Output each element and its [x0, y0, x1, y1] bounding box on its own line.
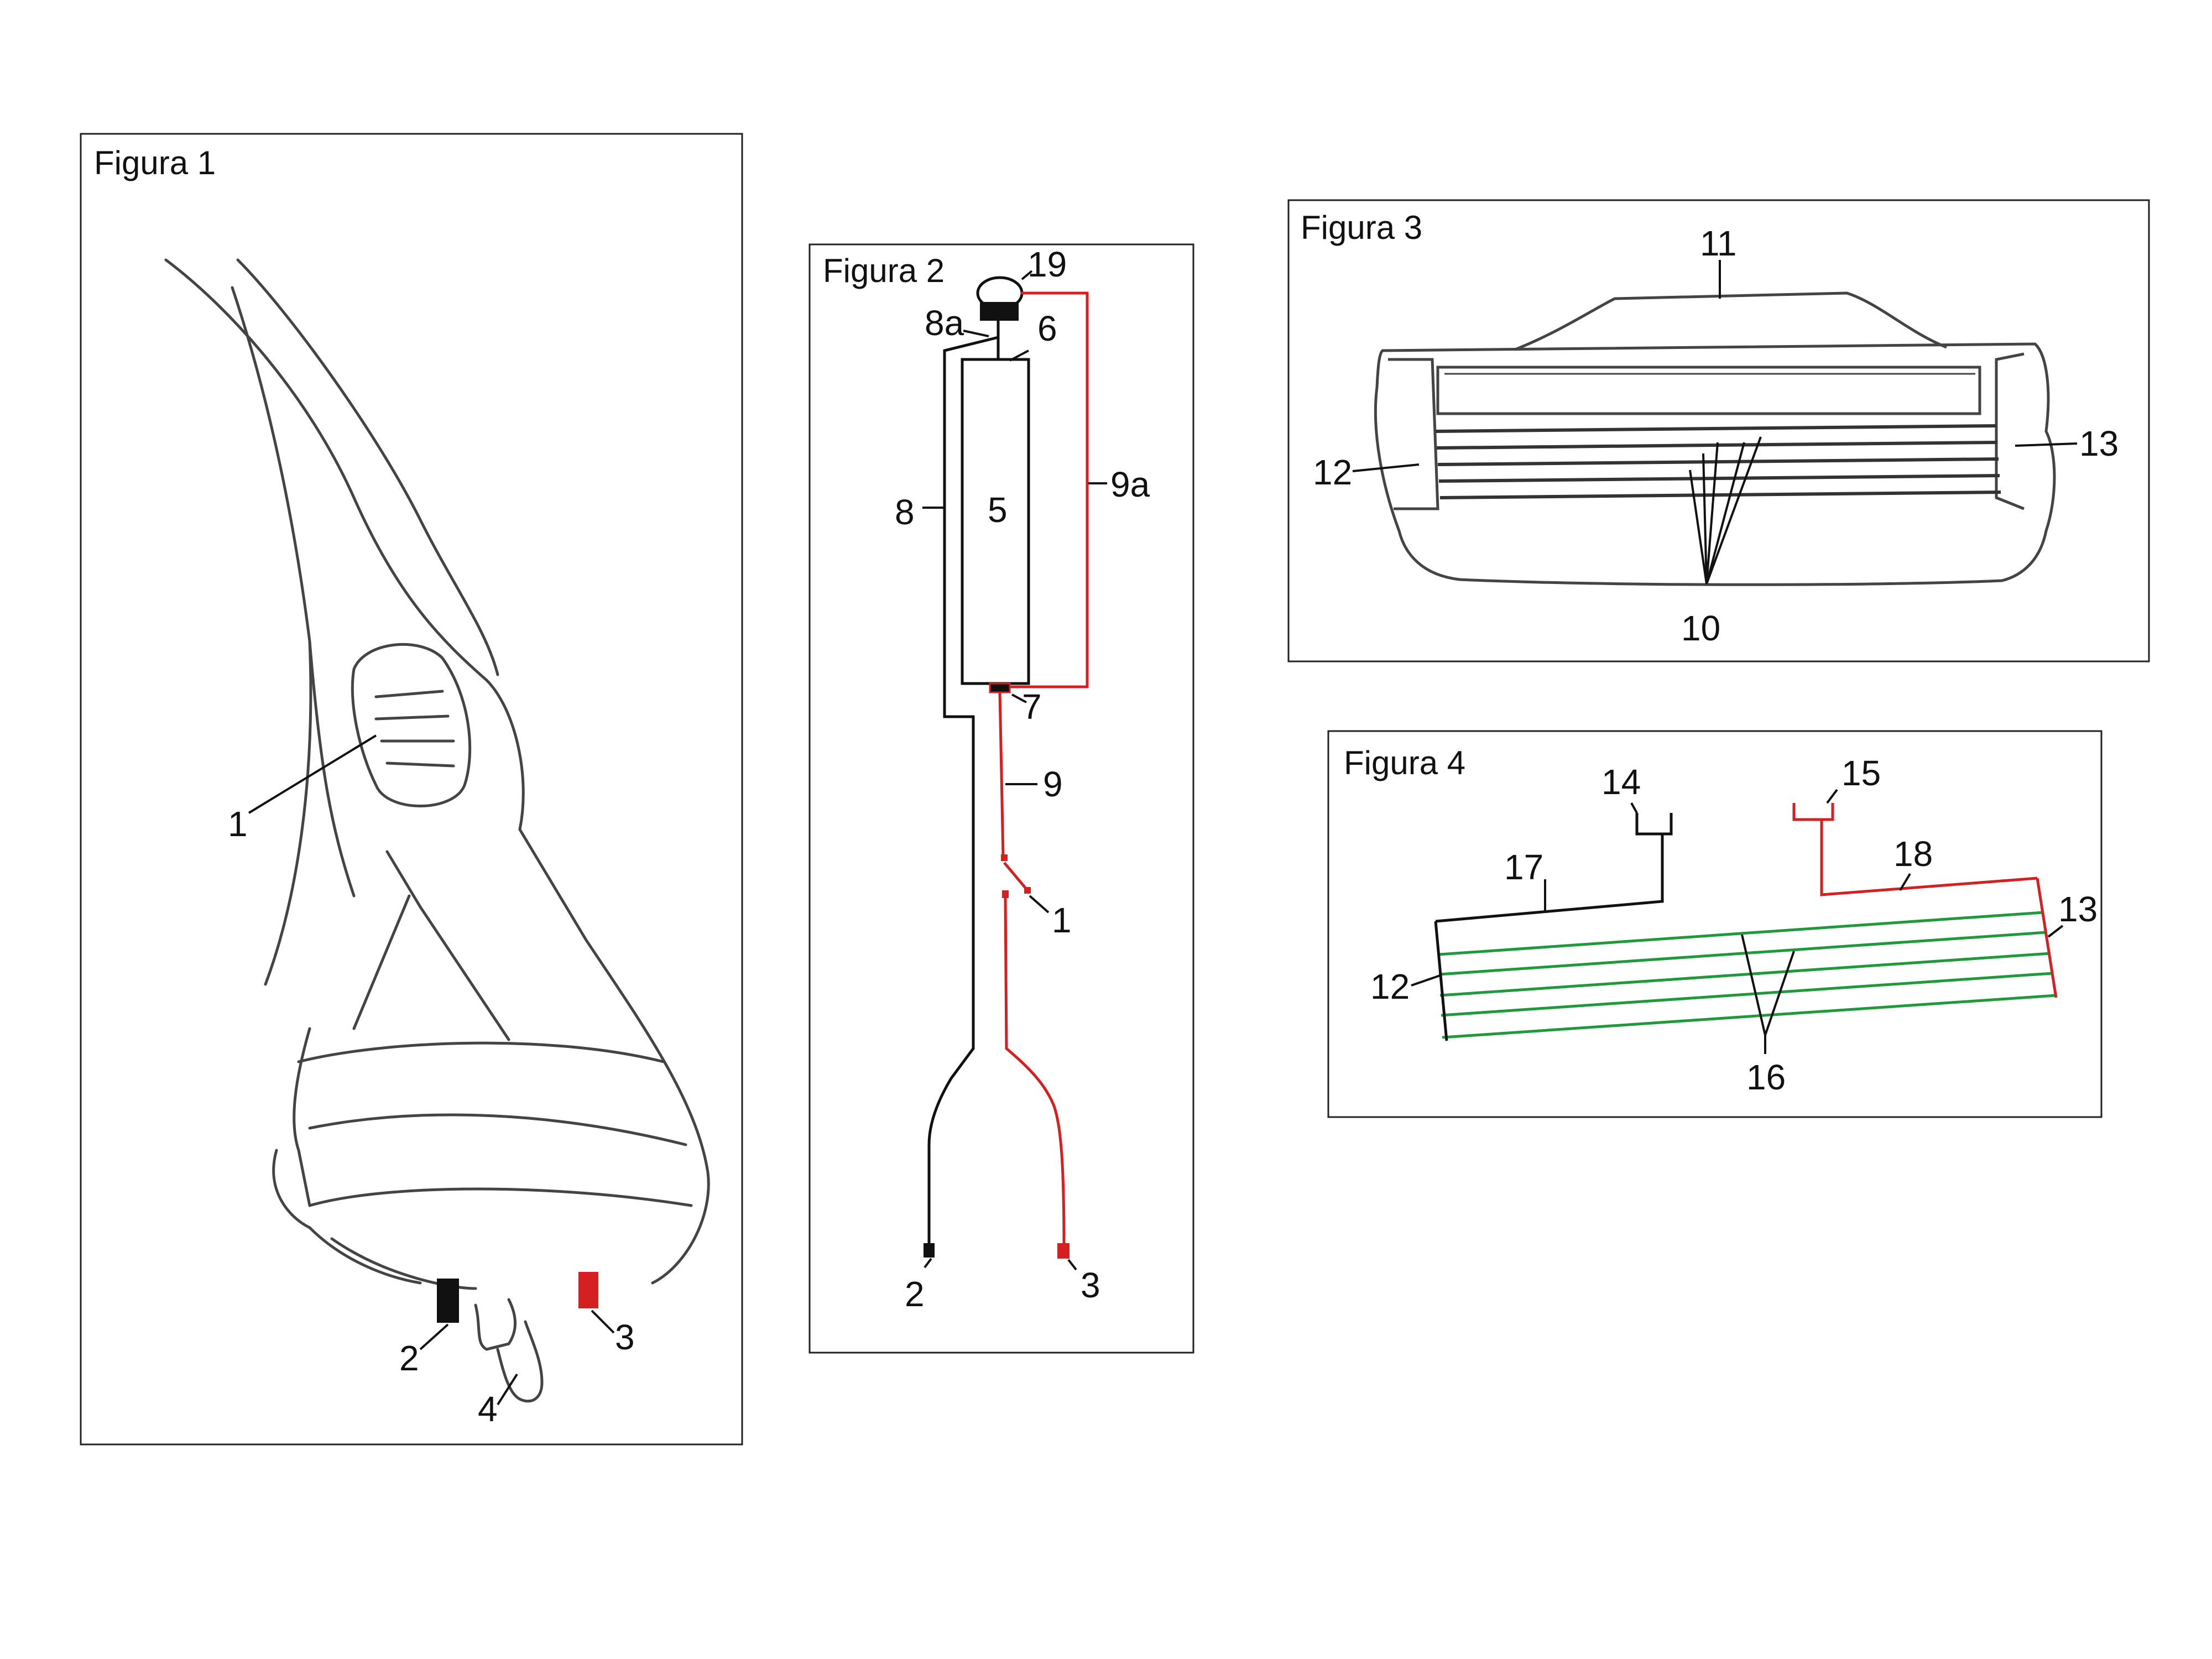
fig2-label-9a: 9a: [1110, 465, 1150, 504]
fig2-label-7: 7: [1022, 687, 1042, 727]
side-contact-12: [1434, 921, 1448, 1041]
figure-1-panel: Figura 1: [80, 133, 743, 1446]
led-base: [980, 302, 1019, 321]
fig3-label-11: 11: [1700, 223, 1736, 263]
positive-wire-9a: [1000, 291, 1089, 688]
switch-contact-7: [989, 682, 1011, 693]
figure-4-leaders: [1411, 789, 2064, 1054]
positive-terminal-3: [1057, 1243, 1070, 1259]
fig4-label-16: 16: [1746, 1057, 1786, 1097]
fig4-label-15: 15: [1841, 753, 1881, 793]
fig2-label-8: 8: [895, 492, 915, 532]
positive-connector-15: [1792, 803, 2038, 896]
fig3-label-12: 12: [1313, 452, 1352, 492]
fig1-label-4: 4: [478, 1389, 498, 1429]
fig4-label-17: 17: [1504, 847, 1543, 887]
figure-2-leaders: [922, 270, 1107, 1271]
schematic-blades-16: [1438, 911, 2057, 1039]
negative-connector-14: [1435, 813, 1673, 923]
figure-4-title: Figura 4: [1344, 744, 1465, 781]
figure-3-leaders: [1352, 260, 2078, 585]
figure-1-leaders: [248, 734, 615, 1406]
figure-3-title: Figura 3: [1301, 209, 1422, 246]
razor-illustration: [164, 258, 710, 1403]
fig3-label-10: 10: [1681, 608, 1720, 648]
side-contact-13: [2036, 878, 2058, 998]
fig1-label-3: 3: [615, 1317, 635, 1357]
fig2-label-3: 3: [1081, 1265, 1100, 1305]
figure-1-title: Figura 1: [94, 144, 216, 181]
positive-terminal: [578, 1272, 598, 1308]
figure-2-title: Figura 2: [823, 252, 945, 289]
figure-4-panel: Figura 4 14 15 17: [1327, 730, 2103, 1118]
fig2-label-9: 9: [1043, 764, 1063, 804]
fig2-label-6: 6: [1037, 309, 1057, 348]
figure-2-panel: Figura 2 19: [808, 243, 1194, 1354]
fig2-label-19: 19: [1027, 244, 1067, 284]
negative-wire-8: [927, 336, 999, 1250]
fig2-label-8a: 8a: [925, 303, 964, 343]
fig4-label-13: 13: [2058, 889, 2098, 929]
fig3-label-13: 13: [2079, 424, 2119, 463]
positive-wire-9: [998, 692, 1005, 858]
fig1-label-1: 1: [228, 804, 248, 844]
fig2-label-2: 2: [905, 1274, 925, 1314]
fig2-label-1: 1: [1052, 900, 1072, 940]
fig4-label-14: 14: [1601, 762, 1641, 802]
negative-terminal-2: [924, 1243, 935, 1258]
razor-cartridge-illustration: [1374, 291, 2056, 586]
negative-terminal: [437, 1279, 459, 1323]
figure-3-panel: Figura 3: [1287, 199, 2150, 662]
fig4-label-12: 12: [1370, 967, 1410, 1006]
cartridge-blades-10: [1435, 424, 2001, 499]
fig1-label-2: 2: [399, 1338, 419, 1378]
fig4-label-18: 18: [1893, 834, 1933, 874]
fig2-label-5: 5: [988, 490, 1008, 530]
switch-1: [1003, 862, 1029, 891]
